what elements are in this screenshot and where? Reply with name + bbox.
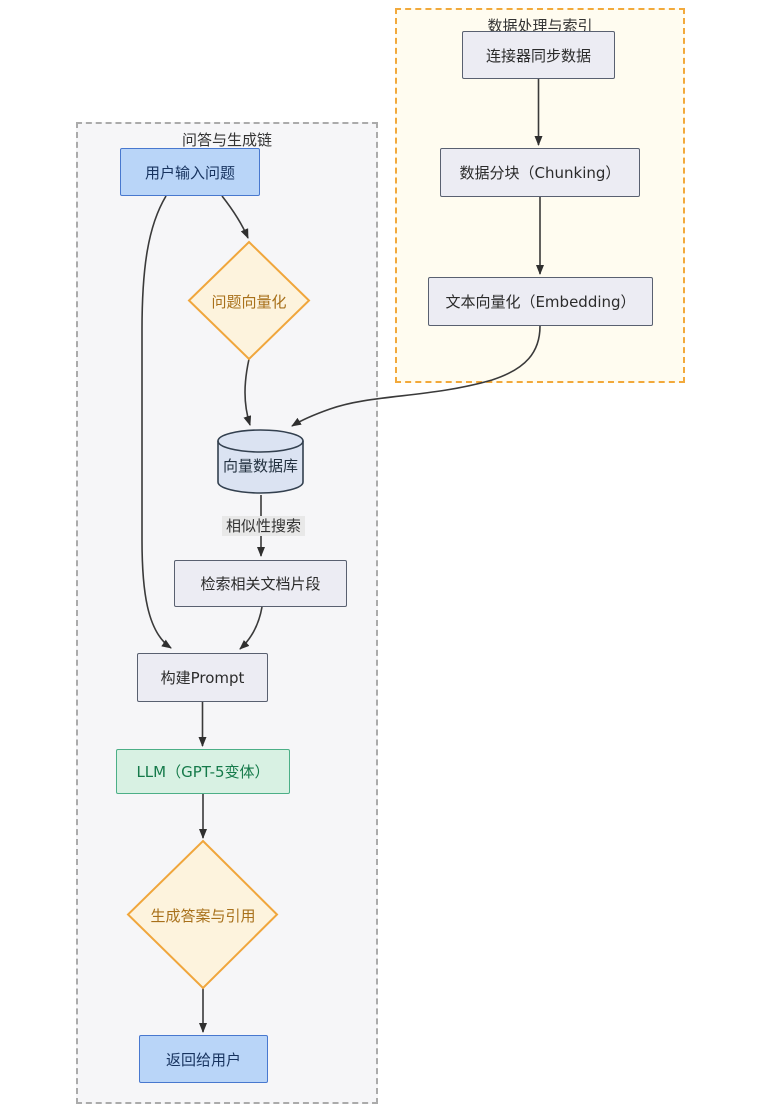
node-retrieve-docs: 检索相关文档片段: [174, 560, 347, 607]
edge-label-similarity-search: 相似性搜索: [222, 516, 306, 536]
node-embedding: 文本向量化（Embedding）: [428, 277, 653, 326]
node-llm: LLM（GPT-5变体）: [116, 749, 290, 794]
node-user-input: 用户输入问题: [120, 148, 260, 196]
node-connector-sync: 连接器同步数据: [462, 31, 615, 79]
node-build-prompt: 构建Prompt: [137, 653, 268, 702]
subgraph-qa-chain-title: 问答与生成链: [181, 131, 272, 149]
node-chunking: 数据分块（Chunking）: [440, 148, 640, 197]
subgraph-qa-chain: 问答与生成链: [76, 122, 378, 1104]
node-return-user: 返回给用户: [139, 1035, 268, 1083]
subgraph-indexing-title: 数据处理与索引: [487, 17, 593, 35]
